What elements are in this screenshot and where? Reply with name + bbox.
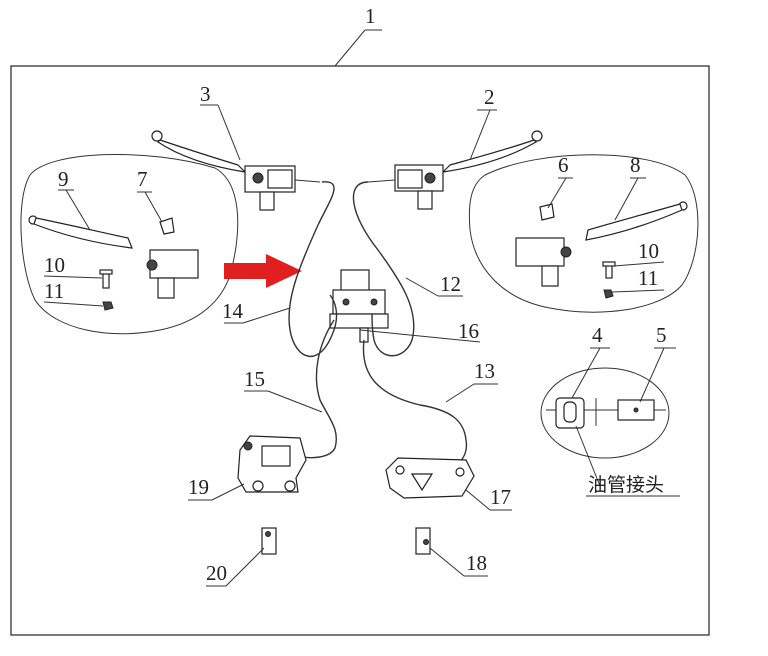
left-detail-bubble	[20, 153, 239, 335]
hose-12	[352, 181, 415, 357]
diagram-frame	[10, 65, 710, 636]
callout-12-text: 12	[440, 272, 461, 296]
callout-3-text: 3	[200, 82, 211, 106]
callout-15: 15	[244, 367, 323, 413]
callout-8-text: 8	[630, 153, 641, 177]
left-brake-caliper	[237, 435, 307, 493]
fitting-detail-bubble	[540, 367, 670, 459]
right-bolt	[602, 261, 616, 279]
callout-20-text: 20	[206, 561, 227, 585]
callout-18-text: 18	[466, 551, 487, 575]
callout-19: 19	[188, 475, 245, 501]
hose-14	[288, 181, 338, 357]
callout-6: 6	[547, 153, 573, 209]
callout-11-left-text: 11	[44, 279, 64, 303]
callout-10-right: 10	[613, 239, 665, 267]
callout-13-text: 13	[474, 359, 495, 383]
callout-17: 17	[465, 485, 512, 511]
left-bolt	[99, 269, 113, 289]
callout-2: 2	[469, 85, 497, 161]
callout-1: 1	[334, 4, 382, 67]
rear-brake-pad	[415, 527, 431, 555]
callout-9-text: 9	[58, 167, 69, 191]
callout-11-right-text: 11	[638, 266, 658, 290]
red-arrow-icon	[224, 254, 302, 288]
callout-17-text: 17	[490, 485, 511, 509]
callout-10-right-text: 10	[638, 239, 659, 263]
callout-7: 7	[137, 167, 163, 223]
callout-1-text: 1	[365, 4, 376, 28]
callout-19-text: 19	[188, 475, 209, 499]
right-master-cylinder	[367, 130, 543, 210]
callout-12: 12	[405, 272, 463, 297]
left-lever-assembly	[28, 215, 199, 299]
callout-20: 20	[206, 547, 265, 587]
callout-14-text: 14	[222, 299, 244, 323]
callout-14: 14	[222, 299, 291, 324]
right-nut	[603, 289, 614, 299]
callout-16: 16	[359, 319, 481, 343]
callout-8: 8	[614, 153, 646, 221]
callout-5: 5	[639, 323, 676, 403]
right-detail-bubble	[468, 154, 699, 313]
hose-fitting-label: 油管接头	[588, 474, 664, 496]
callout-13: 13	[445, 359, 498, 403]
left-bracket-part	[159, 217, 175, 235]
left-nut	[102, 301, 114, 311]
rear-brake-caliper	[385, 457, 475, 499]
callout-9: 9	[58, 167, 91, 231]
callout-11-right: 11	[611, 266, 665, 293]
callout-5-text: 5	[656, 323, 667, 347]
callout-4: 4	[571, 323, 610, 399]
hose-15	[295, 319, 337, 459]
right-bracket-part	[539, 203, 555, 221]
right-lever-assembly	[515, 201, 688, 287]
callout-11-left: 11	[43, 279, 104, 307]
detail-label-callout: 油管接头	[575, 425, 680, 497]
hose-fitting-detail	[546, 397, 666, 429]
callout-4-text: 4	[592, 323, 603, 347]
callout-18: 18	[429, 547, 488, 577]
callout-10-left-text: 10	[44, 253, 65, 277]
callout-2-text: 2	[484, 85, 495, 109]
callout-3: 3	[200, 82, 241, 161]
callout-6-text: 6	[558, 153, 569, 177]
left-brake-pad	[261, 527, 277, 555]
callout-15-text: 15	[244, 367, 265, 391]
callout-16-text: 16	[458, 319, 479, 343]
callout-10-left: 10	[43, 253, 103, 279]
callout-7-text: 7	[137, 167, 148, 191]
hose-13	[362, 339, 468, 463]
left-master-cylinder	[151, 130, 321, 211]
distribution-unit	[329, 269, 389, 343]
